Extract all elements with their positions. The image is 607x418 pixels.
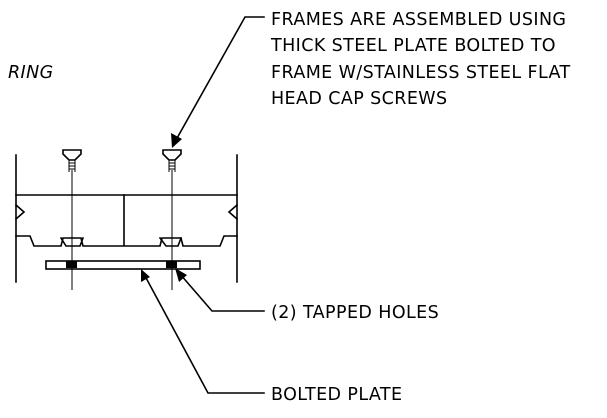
left-screw (62, 149, 82, 172)
tapped-holes-label: (2) TAPPED HOLES (271, 303, 439, 323)
ring-label: RING (8, 63, 54, 83)
frames-note-line-4: HEAD CAP SCREWS (271, 89, 448, 109)
bolted-plate-leader (141, 269, 265, 394)
frames-note-line-2: THICK STEEL PLATE BOLTED TO (270, 36, 556, 56)
frames-note: FRAMES ARE ASSEMBLED USING THICK STEEL P… (270, 10, 571, 109)
frames-note-line-1: FRAMES ARE ASSEMBLED USING (271, 10, 566, 30)
screw-centerlines (71, 170, 173, 290)
frames-note-leader (171, 16, 265, 148)
bolted-plate-label: BOLTED PLATE (271, 385, 402, 405)
right-screw (162, 149, 182, 172)
frame-outline (14, 154, 239, 283)
tapped-holes-leader (175, 268, 265, 312)
bolted-plate (45, 260, 201, 270)
frames-note-line-3: FRAME W/STAINLESS STEEL FLAT (271, 63, 571, 83)
countersinks (59, 236, 183, 247)
